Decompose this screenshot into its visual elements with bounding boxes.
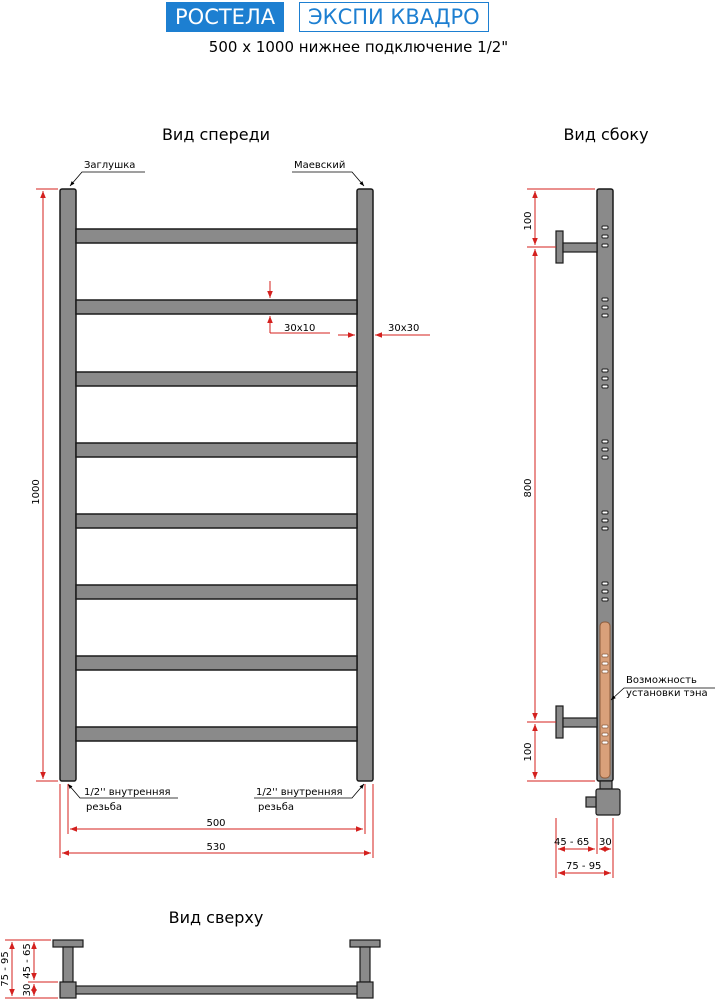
crossbar-dimension: 30x10 xyxy=(284,323,315,334)
top-dimension-a: 75 - 95 xyxy=(0,951,11,986)
side-offset-a: 45 - 65 xyxy=(554,837,589,848)
side-bottom-dimension: 100 xyxy=(523,742,534,761)
side-top-dimension: 100 xyxy=(523,211,534,230)
thread-right-line1: 1/2'' внутренняя xyxy=(256,787,343,798)
crossbar xyxy=(75,371,358,387)
plug-label: Заглушка xyxy=(84,160,135,171)
heater-label-line1: Возможность xyxy=(626,675,697,686)
side-offset-b: 30 xyxy=(599,837,612,848)
top-view-rail xyxy=(52,939,381,999)
wall-mount xyxy=(555,230,598,739)
side-view-title: Вид сбоку xyxy=(563,125,648,144)
front-view-title: Вид спереди xyxy=(162,125,270,144)
bottom-connection xyxy=(585,780,621,816)
crossbar xyxy=(75,513,358,529)
thread-left-line1: 1/2'' внутренняя xyxy=(84,787,171,798)
height-dimension: 1000 xyxy=(31,479,42,504)
crossbar xyxy=(75,584,358,600)
heater-label-line2: установки тэна xyxy=(626,688,708,699)
thread-right-line2: резьба xyxy=(258,802,294,813)
outer-width-dimension: 530 xyxy=(206,842,225,853)
side-offset-c: 75 - 95 xyxy=(566,861,601,872)
front-view-rail xyxy=(59,188,374,782)
crossbar xyxy=(75,299,358,315)
product-subtitle: 500 x 1000 нижнее подключение 1/2" xyxy=(208,38,509,56)
brand-badge: РОСТЕЛА xyxy=(166,2,285,32)
inner-width-dimension: 500 xyxy=(206,818,225,829)
top-dimension-b: 30 xyxy=(22,984,33,997)
heating-element xyxy=(599,621,611,779)
thread-left-line2: резьба xyxy=(86,802,122,813)
mayevsky-label: Маевский xyxy=(294,160,345,171)
left-upright xyxy=(59,188,77,782)
side-view-rail xyxy=(555,188,621,816)
top-view-title: Вид сверху xyxy=(169,908,264,927)
crossbar xyxy=(75,655,358,671)
right-upright xyxy=(356,188,374,782)
side-mid-dimension: 800 xyxy=(523,478,534,497)
crossbar xyxy=(75,228,358,244)
model-badge: ЭКСПИ КВАДРО xyxy=(299,2,489,32)
crossbar xyxy=(75,726,358,742)
upright-dimension: 30x30 xyxy=(388,323,419,334)
crossbar xyxy=(75,442,358,458)
top-dimension-c: 45 - 65 xyxy=(22,943,33,978)
